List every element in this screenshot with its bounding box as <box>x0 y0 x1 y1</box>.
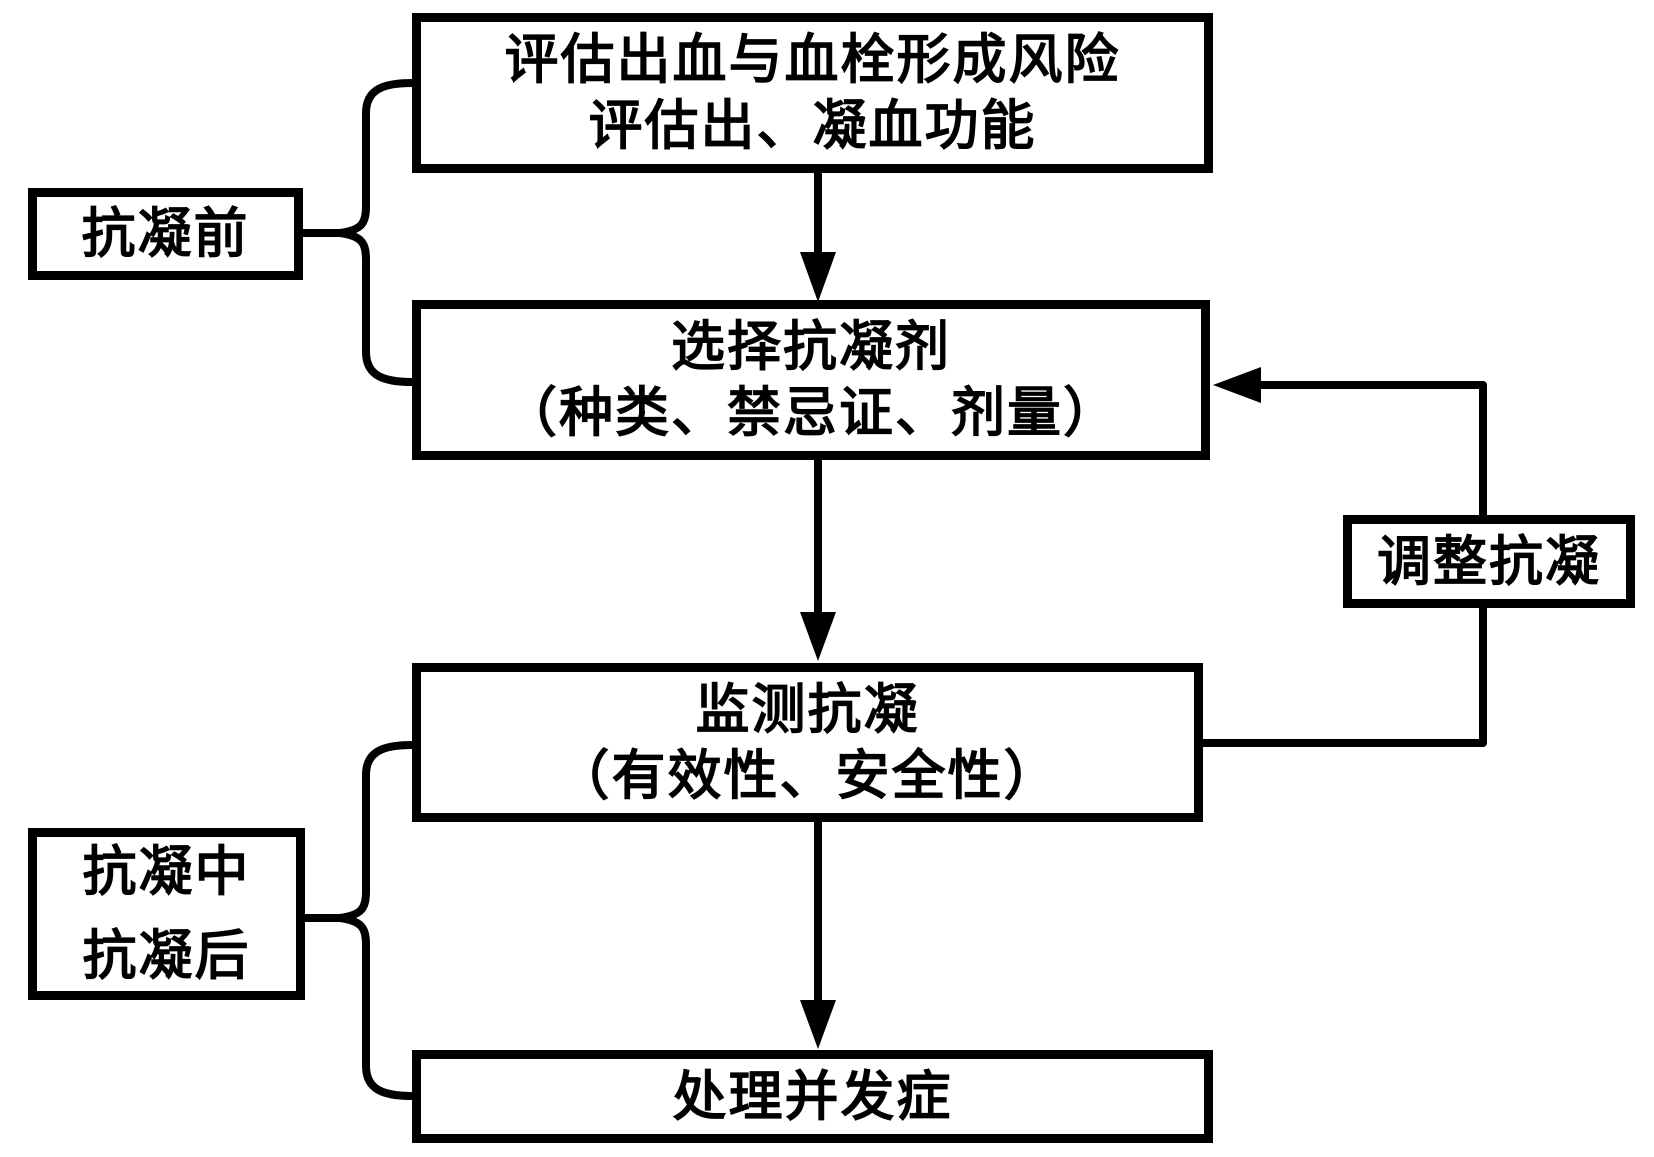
flow-box-assess-risk: 评估出血与血栓形成风险 评估出、凝血功能 <box>412 13 1213 173</box>
flow-box-monitor-anticoagulation: 监测抗凝 （有效性、安全性） <box>412 663 1203 822</box>
handle-complications-line1: 处理并发症 <box>672 1066 953 1127</box>
stage-label-during-after-anticoagulation: 抗凝中 抗凝后 <box>28 828 305 1000</box>
assess-risk-line2: 评估出、凝血功能 <box>588 96 1037 156</box>
brace-during-after-anticoagulation <box>336 741 413 1100</box>
flow-box-handle-complications: 处理并发症 <box>412 1050 1213 1143</box>
select-anticoagulant-line1: 选择抗凝剂 <box>671 317 951 377</box>
stage-during-line1: 抗凝中 <box>82 842 251 902</box>
select-anticoagulant-line2: （种类、禁忌证、剂量） <box>503 383 1119 443</box>
flow-box-adjust-anticoagulation: 调整抗凝 <box>1343 515 1635 608</box>
flow-box-select-anticoagulant: 选择抗凝剂 （种类、禁忌证、剂量） <box>412 300 1210 460</box>
stage-before-line1: 抗凝前 <box>81 204 250 264</box>
down-arrowhead-assess-to-select <box>800 252 836 302</box>
brace-before-anticoagulation <box>336 79 413 386</box>
arrowheads <box>800 252 1261 1049</box>
down-arrowhead-select-to-monitor <box>800 612 836 661</box>
adjust-anticoagulation-line1: 调整抗凝 <box>1377 531 1601 592</box>
monitor-anticoagulation-line1: 监测抗凝 <box>695 679 920 740</box>
stage-after-line2: 抗凝后 <box>82 926 251 986</box>
connector-strokes <box>300 79 1487 1100</box>
monitor-anticoagulation-line2: （有效性、安全性） <box>555 745 1060 806</box>
left-arrowhead-feedback-to-select <box>1213 367 1261 403</box>
stage-label-before-anticoagulation: 抗凝前 <box>28 188 303 280</box>
down-arrowhead-monitor-to-handle <box>800 1000 836 1049</box>
assess-risk-line1: 评估出血与血栓形成风险 <box>504 30 1121 90</box>
